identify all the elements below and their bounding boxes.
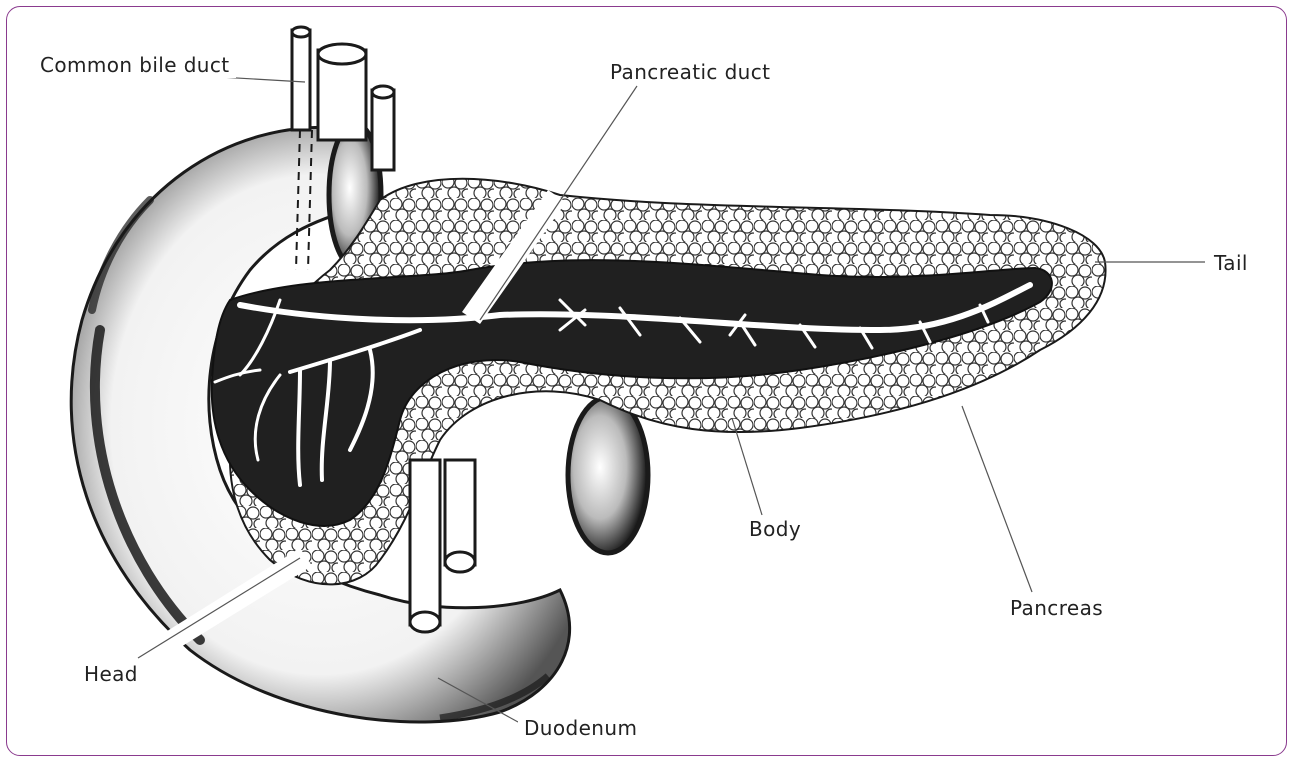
label-pancreatic-duct: Pancreatic duct [604, 59, 776, 85]
duodenum-opening-lower [568, 397, 648, 553]
label-duodenum: Duodenum [518, 715, 643, 741]
label-common-bile-duct: Common bile duct [34, 52, 236, 78]
label-head: Head [78, 661, 144, 687]
label-pancreas: Pancreas [1004, 595, 1109, 621]
label-tail: Tail [1208, 250, 1254, 276]
label-body: Body [743, 516, 807, 542]
